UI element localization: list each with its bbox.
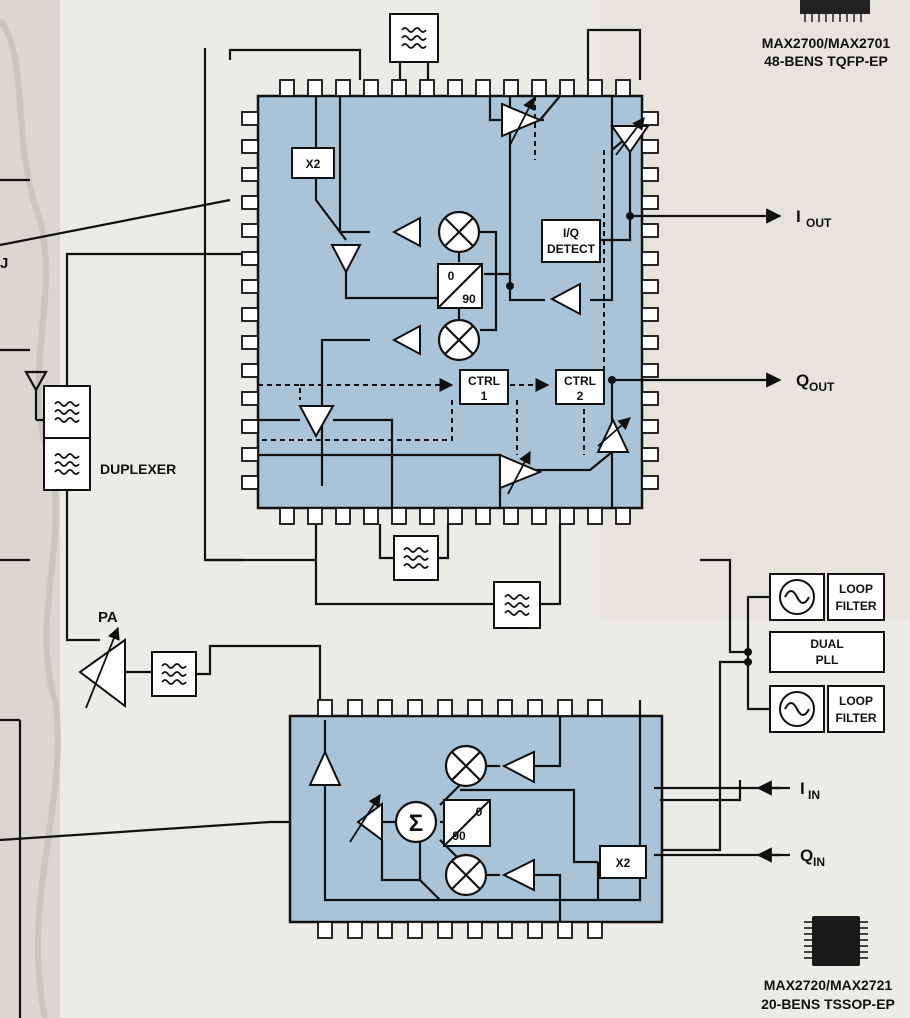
svg-text:LOOP: LOOP — [839, 694, 873, 708]
amp-bottom-left-icon — [298, 405, 335, 439]
svg-text:X2: X2 — [306, 157, 321, 171]
svg-text:2: 2 — [577, 389, 584, 403]
chip2-package: 20-BENS TSSOP-EP — [761, 996, 895, 1012]
svg-text:PLL: PLL — [816, 653, 839, 667]
mixer-i-bottom-icon — [444, 744, 488, 788]
svg-text:X2: X2 — [616, 856, 631, 870]
q-out-label: Q OUT — [796, 371, 835, 394]
svg-text:DUAL: DUAL — [810, 637, 843, 651]
antenna-icon — [24, 370, 48, 420]
mixer-q-bottom-icon — [444, 853, 488, 897]
filter-below-top-chip — [378, 524, 450, 581]
amp-i-icon — [391, 216, 421, 248]
transmitter-chip: Σ 0 90 X2 — [0, 699, 780, 939]
amp-up-bottom-icon — [308, 749, 342, 786]
svg-text:1: 1 — [481, 389, 488, 403]
i-in-label: I IN — [800, 779, 820, 802]
lna-icon — [330, 244, 362, 275]
summer-icon: Σ — [394, 800, 438, 844]
svg-text:FILTER: FILTER — [835, 711, 876, 725]
svg-text:J: J — [0, 255, 8, 272]
q-in-label: Q IN — [800, 846, 825, 869]
frequency-doubler-top: X2 — [291, 147, 335, 179]
power-amplifier: PA — [78, 609, 126, 709]
i-out-label: I OUT — [796, 207, 832, 230]
chip1-name: MAX2700/MAX2701 — [762, 35, 891, 51]
chip1-photo — [800, 0, 870, 22]
amp-q-bottom-icon — [501, 858, 535, 892]
svg-text:Q: Q — [800, 846, 813, 865]
amp-up-right-icon — [596, 417, 630, 453]
phase-splitter-top: 0 90 — [437, 263, 483, 309]
svg-text:CTRL: CTRL — [468, 374, 500, 388]
svg-text:90: 90 — [462, 292, 476, 306]
mixer-i-top-icon — [437, 210, 481, 254]
chip2-photo — [804, 916, 868, 966]
pll-section: LOOP FILTER DUAL PLL LOOP FILTER — [660, 558, 885, 852]
vga-bottom-chip-icon — [356, 802, 383, 842]
phase-splitter-bottom: 0 90 — [443, 799, 491, 847]
oscillator-top-icon — [784, 590, 810, 604]
ctrl2-block: CTRL 2 — [555, 369, 605, 405]
oscillator-bottom-icon — [784, 702, 810, 716]
svg-text:I/Q: I/Q — [563, 226, 579, 240]
frequency-doubler-bottom: X2 — [599, 845, 647, 879]
svg-text:IN: IN — [808, 788, 820, 802]
svg-text:CTRL: CTRL — [564, 374, 596, 388]
svg-text:90: 90 — [452, 829, 466, 843]
svg-text:LOOP: LOOP — [839, 582, 873, 596]
svg-text:DUPLEXER: DUPLEXER — [100, 461, 176, 477]
svg-text:Q: Q — [796, 371, 809, 390]
iq-detect-block: I/Q DETECT — [541, 219, 601, 263]
chip1-package: 48-BENS TQFP-EP — [764, 53, 888, 69]
svg-text:0: 0 — [476, 805, 483, 819]
amp-i-bottom-icon — [501, 750, 535, 784]
receiver-chip: X2 0 90 I/Q DETECT — [241, 79, 659, 525]
filter-middle — [314, 524, 562, 629]
mixer-q-top-icon — [437, 318, 481, 362]
svg-text:I: I — [800, 779, 805, 798]
ctrl1-block: CTRL 1 — [459, 369, 509, 405]
svg-text:DETECT: DETECT — [547, 242, 596, 256]
svg-text:Σ: Σ — [409, 810, 423, 837]
vga-right-icon — [610, 125, 650, 154]
svg-text:PA: PA — [98, 609, 118, 626]
amp-q-icon — [391, 324, 421, 356]
duplexer: DUPLEXER — [43, 385, 176, 491]
svg-text:OUT: OUT — [806, 216, 832, 230]
vga-top-icon — [501, 102, 543, 138]
filter-pa — [151, 651, 197, 697]
svg-text:IN: IN — [813, 855, 825, 869]
svg-text:OUT: OUT — [809, 380, 835, 394]
amp-mid-icon — [549, 282, 581, 316]
svg-text:FILTER: FILTER — [835, 599, 876, 613]
svg-text:I: I — [796, 207, 801, 226]
filter-top — [389, 13, 439, 80]
svg-text:0: 0 — [448, 269, 455, 283]
chip2-name: MAX2720/MAX2721 — [764, 977, 893, 993]
